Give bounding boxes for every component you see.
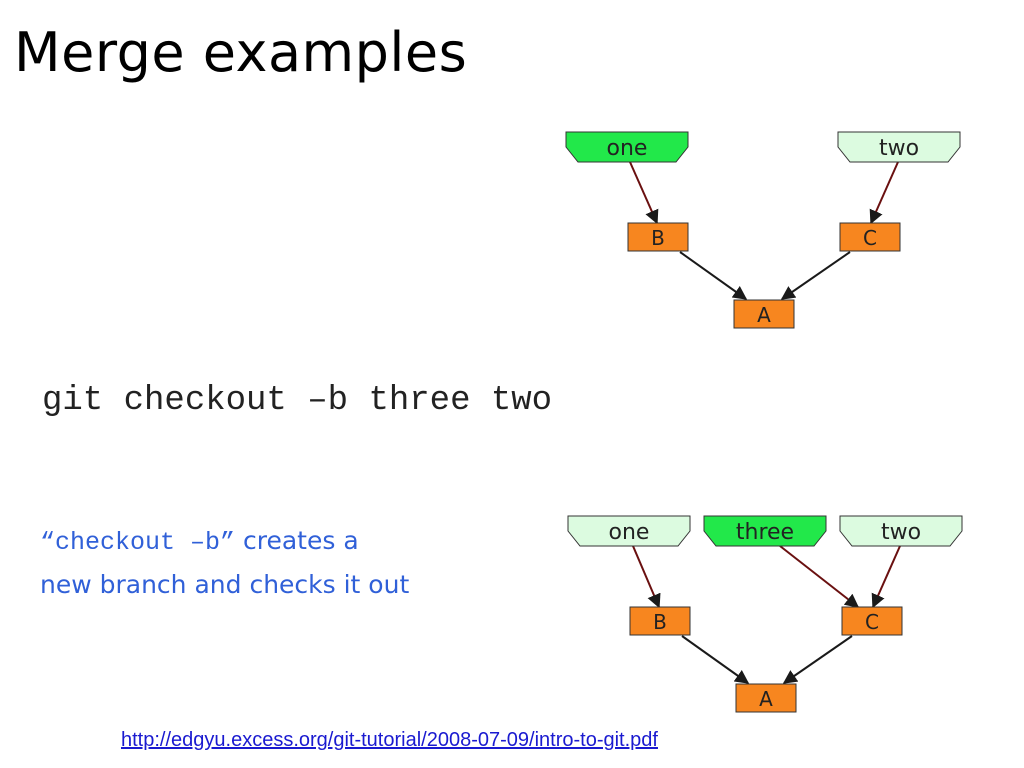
commit-label-B: B — [651, 226, 665, 250]
branch-label-three: three — [736, 520, 794, 545]
note-text-2: new branch and checks it out — [40, 570, 410, 599]
branch-label-one: one — [609, 520, 650, 545]
branch-tag-two: two — [839, 515, 963, 547]
commit-node-C: C — [839, 222, 901, 252]
commit-node-A: A — [735, 683, 797, 713]
branch-tag-three: three — [703, 515, 827, 547]
edge-C-to-A — [780, 251, 851, 300]
branch-label-one: one — [607, 136, 648, 161]
commit-label-A: A — [759, 687, 773, 711]
commit-node-B: B — [627, 222, 689, 252]
branch-tag-two: two — [837, 131, 961, 163]
branch-tag-one: one — [567, 515, 691, 547]
diagram-before: one two B C A — [565, 131, 961, 329]
source-link[interactable]: http://edgyu.excess.org/git-tutorial/200… — [121, 729, 658, 751]
edge-three-to-C — [779, 545, 860, 608]
edge-two-to-C — [869, 161, 899, 225]
commit-label-A: A — [757, 303, 771, 327]
commit-node-C: C — [841, 606, 903, 636]
edge-two-to-C — [871, 545, 901, 609]
commit-node-B: B — [629, 606, 691, 636]
diagram-after: one three two B C A — [567, 515, 963, 713]
explanation-note: “checkout –b” creates a new branch and c… — [40, 520, 520, 606]
edge-C-to-A — [782, 635, 853, 684]
note-code: “checkout –b” — [40, 528, 236, 557]
edge-B-to-A — [679, 251, 748, 300]
edge-one-to-B — [629, 161, 659, 225]
branch-tag-one: one — [565, 131, 689, 163]
note-text-1: creates a — [235, 526, 359, 555]
edge-one-to-B — [632, 545, 661, 609]
commit-label-C: C — [863, 226, 877, 250]
commit-label-B: B — [653, 610, 667, 634]
commit-label-C: C — [865, 610, 879, 634]
slide-title: Merge examples — [14, 21, 468, 84]
branch-label-two: two — [879, 136, 919, 161]
commit-node-A: A — [733, 299, 795, 329]
branch-label-two: two — [881, 520, 921, 545]
edge-B-to-A — [681, 635, 750, 684]
git-command: git checkout –b three two — [42, 382, 553, 420]
